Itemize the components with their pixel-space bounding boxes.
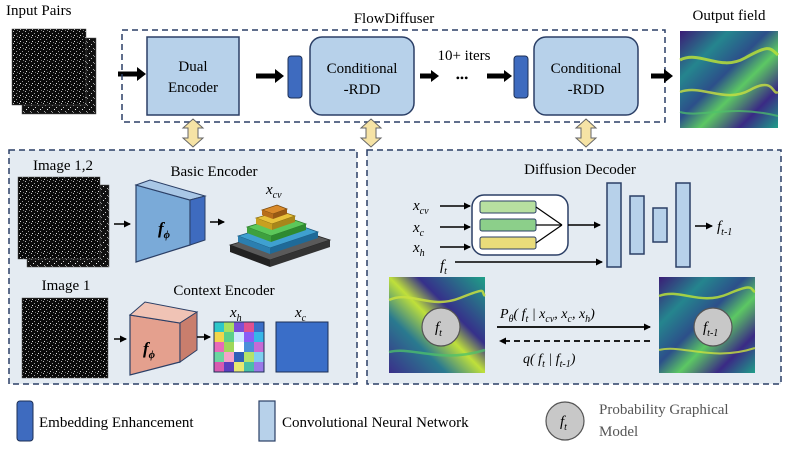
arrowhead bbox=[664, 69, 673, 83]
conditional-rdd-block-1 bbox=[309, 36, 415, 116]
legend-cnn-swatch bbox=[258, 400, 276, 442]
decoder-input-xc: xc bbox=[412, 220, 425, 239]
legend-cnn-label: Convolutional Neural Network bbox=[282, 415, 469, 431]
forward-process-label: Pθ( ft | xcv, xc, xh) bbox=[499, 307, 595, 325]
x-h-grid-cell bbox=[244, 352, 254, 362]
x-h-grid-cell bbox=[244, 342, 254, 352]
arrowhead bbox=[275, 69, 284, 83]
image1-label: Image 1 bbox=[42, 278, 91, 294]
input-pairs-images bbox=[11, 28, 97, 115]
x-h-grid-cell bbox=[214, 332, 224, 342]
legend-pgm-circle bbox=[545, 401, 585, 441]
output-field-image bbox=[679, 31, 779, 128]
x-h-grid-cell bbox=[234, 342, 244, 352]
x-h-grid-cell bbox=[234, 322, 244, 332]
context-encoder-label: Context Encoder bbox=[173, 283, 274, 299]
image1-picture bbox=[21, 297, 109, 379]
basic-encoder-label: Basic Encoder bbox=[170, 164, 257, 180]
cond-rdd-1-line1: Conditional bbox=[327, 61, 398, 77]
x-h-grid-cell bbox=[224, 362, 234, 372]
state-node-ft bbox=[421, 307, 461, 347]
x-h-grid-cell bbox=[234, 352, 244, 362]
fusion-bar-2 bbox=[479, 218, 537, 232]
x-h-grid-cell bbox=[254, 322, 264, 332]
updown-arrow-rdd2 bbox=[574, 118, 598, 148]
output-field-label: Output field bbox=[693, 8, 766, 24]
arrowhead bbox=[504, 70, 512, 82]
arrowhead bbox=[137, 67, 146, 81]
x-c-label: xc bbox=[294, 305, 307, 324]
decoder-input-ft: ft bbox=[440, 258, 447, 277]
decoder-input-xh: xh bbox=[412, 240, 425, 259]
x-h-grid-cell bbox=[234, 362, 244, 372]
x-h-label: xh bbox=[229, 305, 242, 324]
fusion-bar-3 bbox=[479, 236, 537, 250]
basic-encoder-trapezoid bbox=[134, 179, 207, 263]
decoder-output-f: ft-1 bbox=[717, 219, 732, 238]
x-c-feature-square bbox=[275, 321, 329, 373]
dual-encoder-line1: Dual bbox=[178, 59, 207, 75]
x-h-grid-cell bbox=[244, 322, 254, 332]
state-node-ft-1 bbox=[693, 307, 733, 347]
x-h-grid-cell bbox=[224, 342, 234, 352]
dual-encoder-line2: Encoder bbox=[168, 80, 218, 96]
x-h-grid-cell bbox=[254, 342, 264, 352]
arrowhead bbox=[431, 70, 439, 82]
unet-blocks bbox=[606, 182, 691, 268]
updown-arrow-rdd1 bbox=[359, 118, 383, 148]
f-phi-context: fϕ bbox=[143, 339, 156, 361]
image12-stack bbox=[17, 176, 110, 268]
fusion-bar-1 bbox=[479, 200, 537, 214]
cond-rdd-1-line2: -RDD bbox=[344, 82, 381, 98]
x-h-grid-border bbox=[213, 321, 265, 373]
x-h-grid-cell bbox=[214, 342, 224, 352]
iters-label: 10+ iters bbox=[437, 48, 490, 64]
conditional-rdd-block-2 bbox=[533, 36, 639, 116]
x-h-feature-grid bbox=[213, 321, 265, 373]
iter-ellipsis: ••• bbox=[456, 71, 469, 85]
x-h-grid-cell bbox=[244, 362, 254, 372]
x-h-grid-cell bbox=[244, 332, 254, 342]
x-h-grid-cell bbox=[214, 352, 224, 362]
flowdiffuser-box bbox=[121, 29, 666, 123]
embedding-block-1 bbox=[287, 55, 303, 99]
context-encoder-trapezoid bbox=[128, 301, 199, 376]
x-h-grid-cell bbox=[214, 322, 224, 332]
cond-rdd-2-line1: Conditional bbox=[551, 61, 622, 77]
x-h-grid-cell bbox=[214, 362, 224, 372]
decoder-title: Diffusion Decoder bbox=[524, 162, 636, 178]
x-h-grid-cell bbox=[234, 332, 244, 342]
x-h-grid-cell bbox=[254, 352, 264, 362]
x-h-grid-cell bbox=[254, 362, 264, 372]
embedding-block-2 bbox=[513, 55, 529, 99]
x-h-grid-cell bbox=[224, 332, 234, 342]
input-pairs-label: Input Pairs bbox=[6, 3, 72, 19]
legend-embedding-label: Embedding Enhancement bbox=[39, 415, 194, 431]
flowdiffuser-title: FlowDiffuser bbox=[354, 11, 435, 27]
updown-arrow-encoder bbox=[181, 118, 205, 148]
x-h-grid-cell bbox=[224, 352, 234, 362]
legend-embedding-swatch bbox=[16, 400, 34, 442]
x-cv-label: xcv bbox=[265, 182, 282, 201]
f-phi-basic: fϕ bbox=[158, 219, 171, 241]
state-node-ft-1-label: ft-1 bbox=[703, 320, 718, 339]
cost-volume-pyramid bbox=[228, 204, 332, 267]
fusion-merge-lines bbox=[535, 206, 563, 244]
cond-rdd-2-line2: -RDD bbox=[568, 82, 605, 98]
legend-pgm-symbol: ft bbox=[560, 414, 567, 433]
decoder-input-xcv: xcv bbox=[412, 198, 429, 217]
image12-label: Image 1,2 bbox=[33, 158, 93, 174]
legend-pgm-label-line2: Model bbox=[599, 424, 638, 440]
state-node-ft-label: ft bbox=[435, 320, 442, 339]
x-h-grid-cell bbox=[224, 322, 234, 332]
reverse-process-label: q( ft | ft-1) bbox=[523, 352, 576, 370]
legend-pgm-label-line1: Probability Graphical bbox=[599, 402, 729, 418]
x-h-grid-cell bbox=[254, 332, 264, 342]
dual-encoder-block bbox=[146, 36, 240, 116]
